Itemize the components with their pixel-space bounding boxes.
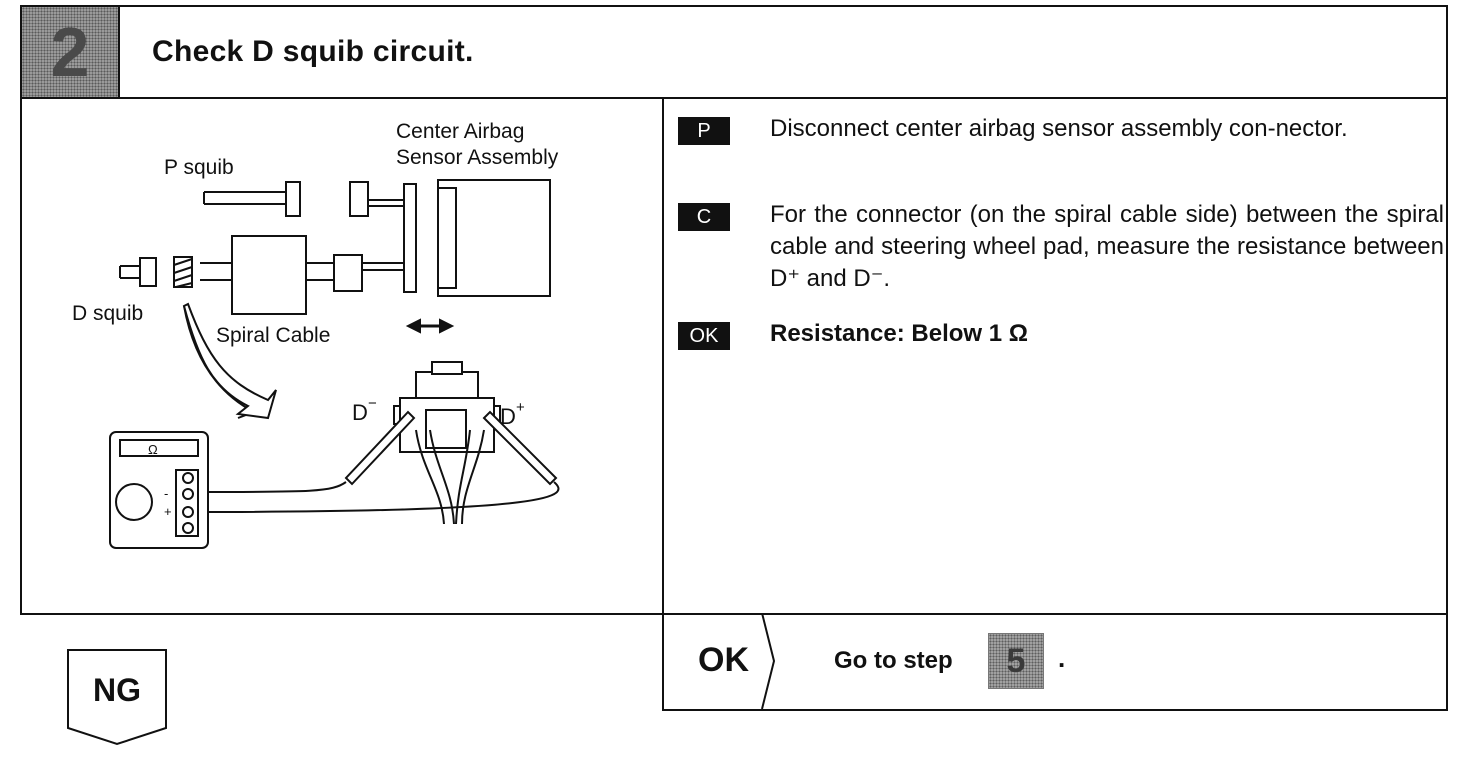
- step-title: Check D squib circuit.: [152, 35, 474, 68]
- probe-d-minus: [344, 410, 416, 486]
- ng-result: NG: [66, 648, 168, 746]
- ok-label: OK: [698, 641, 749, 679]
- label-spiral-cable: Spiral Cable: [216, 324, 330, 347]
- label-center-airbag-2: Sensor Assembly: [396, 146, 559, 169]
- badge-ok: OK: [678, 322, 730, 350]
- badge-p: P: [678, 117, 730, 145]
- ok-result-box: OK Go to step 5 .: [662, 613, 1448, 711]
- p-squib-plug: [285, 181, 301, 217]
- label-d-plus-sup: +: [516, 399, 525, 416]
- resistance-spec: Resistance: Below 1 Ω: [770, 320, 1028, 347]
- sensor-side-connector: [403, 183, 417, 293]
- spiral-cable-body: [231, 235, 307, 315]
- test-connector-top: [415, 371, 479, 401]
- goto-period: .: [1058, 643, 1066, 673]
- badge-c: C: [678, 203, 730, 231]
- column-divider: [662, 99, 664, 711]
- d-squib-plug: [139, 257, 157, 287]
- probe-d-plus: [482, 410, 558, 486]
- chevron-right-icon: [761, 613, 776, 709]
- instruction-prepare-text: Disconnect center airbag sensor assembly…: [770, 115, 1348, 142]
- step-body-frame: [20, 99, 1448, 615]
- label-d-minus-sup: −: [368, 395, 377, 412]
- upper-plug: [349, 181, 369, 217]
- wiring-diagram: Center Airbag Sensor Assembly P squib D …: [72, 120, 560, 549]
- ng-pentagon-shape: [67, 649, 167, 746]
- multimeter-dial: [115, 483, 153, 521]
- goto-step-ref[interactable]: 5: [988, 633, 1044, 689]
- label-p-squib: P squib: [164, 156, 234, 179]
- meter-ohm-symbol: Ω: [148, 442, 158, 457]
- instruction-check-text: For the connector (on the spiral cable s…: [770, 201, 1444, 292]
- label-d-minus: D: [352, 400, 368, 425]
- spiral-right-plug: [333, 254, 363, 292]
- label-d-plus: D: [500, 404, 516, 429]
- ng-label: NG: [93, 672, 141, 708]
- label-center-airbag-1: Center Airbag: [396, 120, 524, 143]
- goto-step-text: Go to step: [834, 647, 953, 674]
- sensor-connector-inner: [437, 187, 457, 289]
- label-d-squib: D squib: [72, 302, 143, 325]
- step-number-badge: 2: [22, 7, 120, 97]
- step-header: 2 Check D squib circuit.: [20, 5, 1448, 99]
- meter-plus-label: +: [164, 504, 172, 519]
- meter-minus-label: -: [164, 486, 168, 501]
